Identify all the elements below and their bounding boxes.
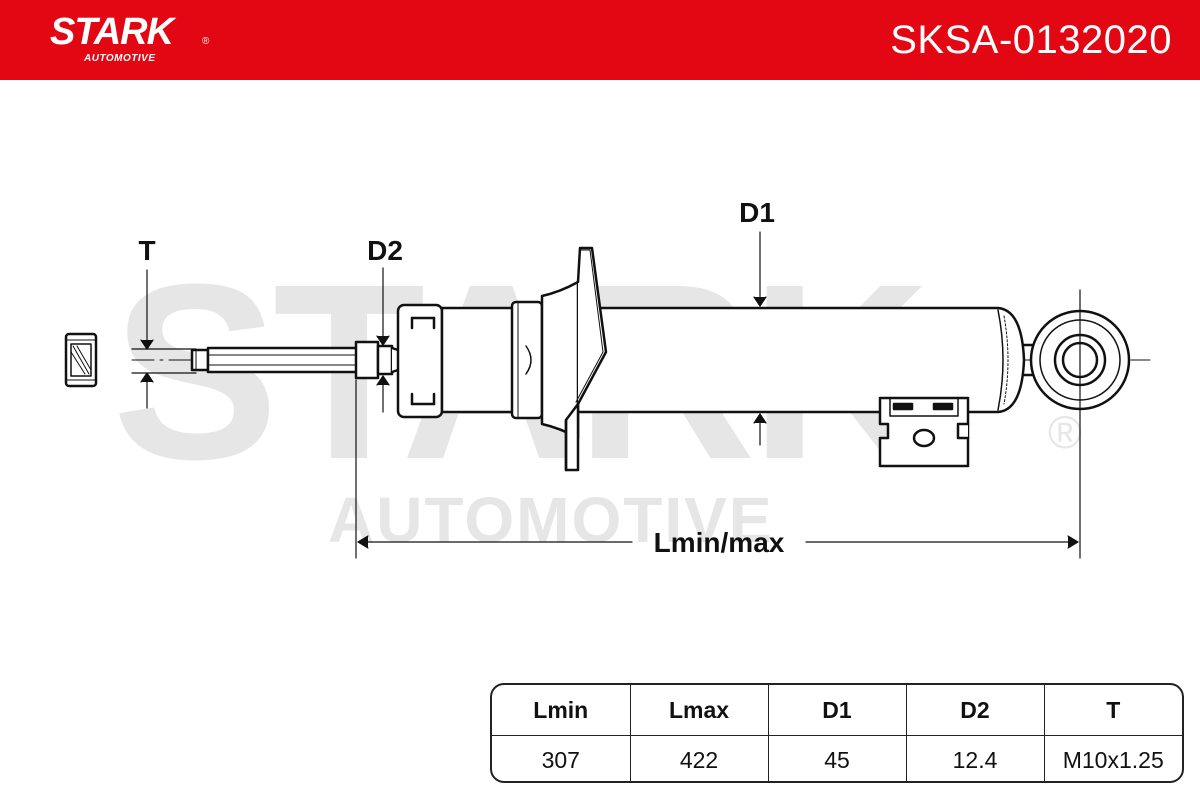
label-length: Lmin/max [654,527,785,558]
spec-value-t: M10x1.25 [1062,746,1164,773]
spec-value-lmax: 422 [630,735,769,781]
label-d1: D1 [739,197,775,228]
piston-rod [190,340,406,380]
shock-absorber-drawing: STARK AUTOMOTIVE ® [64,197,1151,559]
dim-d2 [376,267,390,413]
watermark-sub: AUTOMOTIVE [328,484,774,556]
dim-d1 [753,231,767,446]
spec-header-lmax: Lmax [630,685,769,736]
spec-header-d2: D2 [906,685,1045,736]
spec-header-t: T [1044,685,1182,736]
logo-text: STARK [50,11,174,53]
nut [64,332,98,388]
spec-header-row: Lmin Lmax D1 D2 T [492,685,1182,736]
header-bar: STARK ® AUTOMOTIVE SKSA-0132020 [0,0,1200,80]
spec-table: Lmin Lmax D1 D2 T 307 422 45 12.4 M10x1.… [490,683,1184,783]
spec-value-row: 307 422 45 12.4 M10x1.25 [492,735,1182,781]
stark-logo[interactable]: STARK ® AUTOMOTIVE [50,10,220,68]
dim-length [355,289,1081,559]
spec-value-d2: 12.4 [906,735,1045,781]
label-t: T [138,235,155,266]
logo-registered-mark: ® [202,36,210,47]
dim-t [131,269,197,409]
watermark-registered: ® [1048,406,1082,458]
spec-header-lmin: Lmin [492,685,631,736]
label-d2: D2 [367,235,403,266]
top-cap [396,303,444,419]
bracket [878,396,970,468]
part-number: SKSA-0132020 [890,18,1172,62]
spec-value-d1: 45 [768,735,907,781]
logo-tagline: AUTOMOTIVE [84,53,156,64]
spec-value-lmin: 307 [492,735,631,781]
spring-seat-collar [510,280,580,440]
spec-header-d1: D1 [768,685,907,736]
spring-plate [564,246,608,472]
